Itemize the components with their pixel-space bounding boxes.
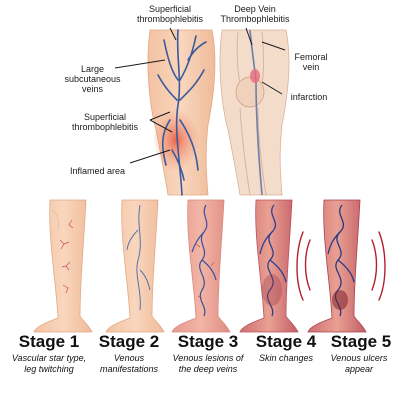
venous-ulcer [332, 290, 348, 310]
spider-veins [59, 219, 74, 294]
femoral-vein [249, 29, 263, 196]
label-superficial-thrombophlebitis-top: Superficial thrombophlebitis [136, 4, 204, 24]
label-superficial-thrombophlebitis-mid: Superficial thrombophlebitis [71, 112, 139, 132]
stage-2-leg [105, 199, 165, 333]
left-leg-illustration [147, 29, 216, 196]
stage-2-title: Stage 2 [98, 332, 160, 351]
label-deep-vein-thrombophlebitis: Deep Vein Thrombophlebitis [220, 4, 290, 24]
stage-1-leg [33, 199, 93, 333]
stage-2-description: Venous manifestations [99, 353, 159, 374]
label-inflamed-area: Inflamed area [69, 166, 126, 176]
label-large-subcutaneous-veins: Large subcutaneous veins [64, 64, 121, 94]
stage-1-title: Stage 1 [18, 332, 80, 351]
stage-1-description: Vascular star type, leg twitching [11, 353, 87, 374]
stage-5-description: Venous ulcers appear [330, 353, 388, 374]
label-infarction: infarction [290, 92, 328, 102]
visible-veins [126, 204, 151, 311]
stage-5-leg [296, 199, 386, 333]
stage-legs [33, 199, 386, 333]
superficial-veins [157, 29, 207, 196]
stage-4-leg [239, 199, 299, 333]
bone-outline [236, 31, 267, 196]
skin-change-veins [259, 204, 287, 317]
label-arrows [114, 27, 286, 164]
skin-discoloration [262, 274, 282, 306]
stage-3-leg [171, 199, 231, 333]
pain-marks [296, 231, 386, 301]
tortuous-veins [191, 204, 217, 317]
stage-3-title: Stage 3 [177, 332, 239, 351]
stage-4-title: Stage 4 [255, 332, 317, 351]
right-leg-illustration [219, 29, 290, 196]
stage-3-description: Venous lesions of the deep veins [172, 353, 244, 374]
inflamed-area [154, 110, 198, 170]
stage-5-title: Stage 5 [330, 332, 392, 351]
infarction-spot [250, 69, 260, 83]
label-femoral-vein: Femoral vein [294, 52, 328, 72]
stage-4-description: Skin changes [258, 353, 314, 363]
